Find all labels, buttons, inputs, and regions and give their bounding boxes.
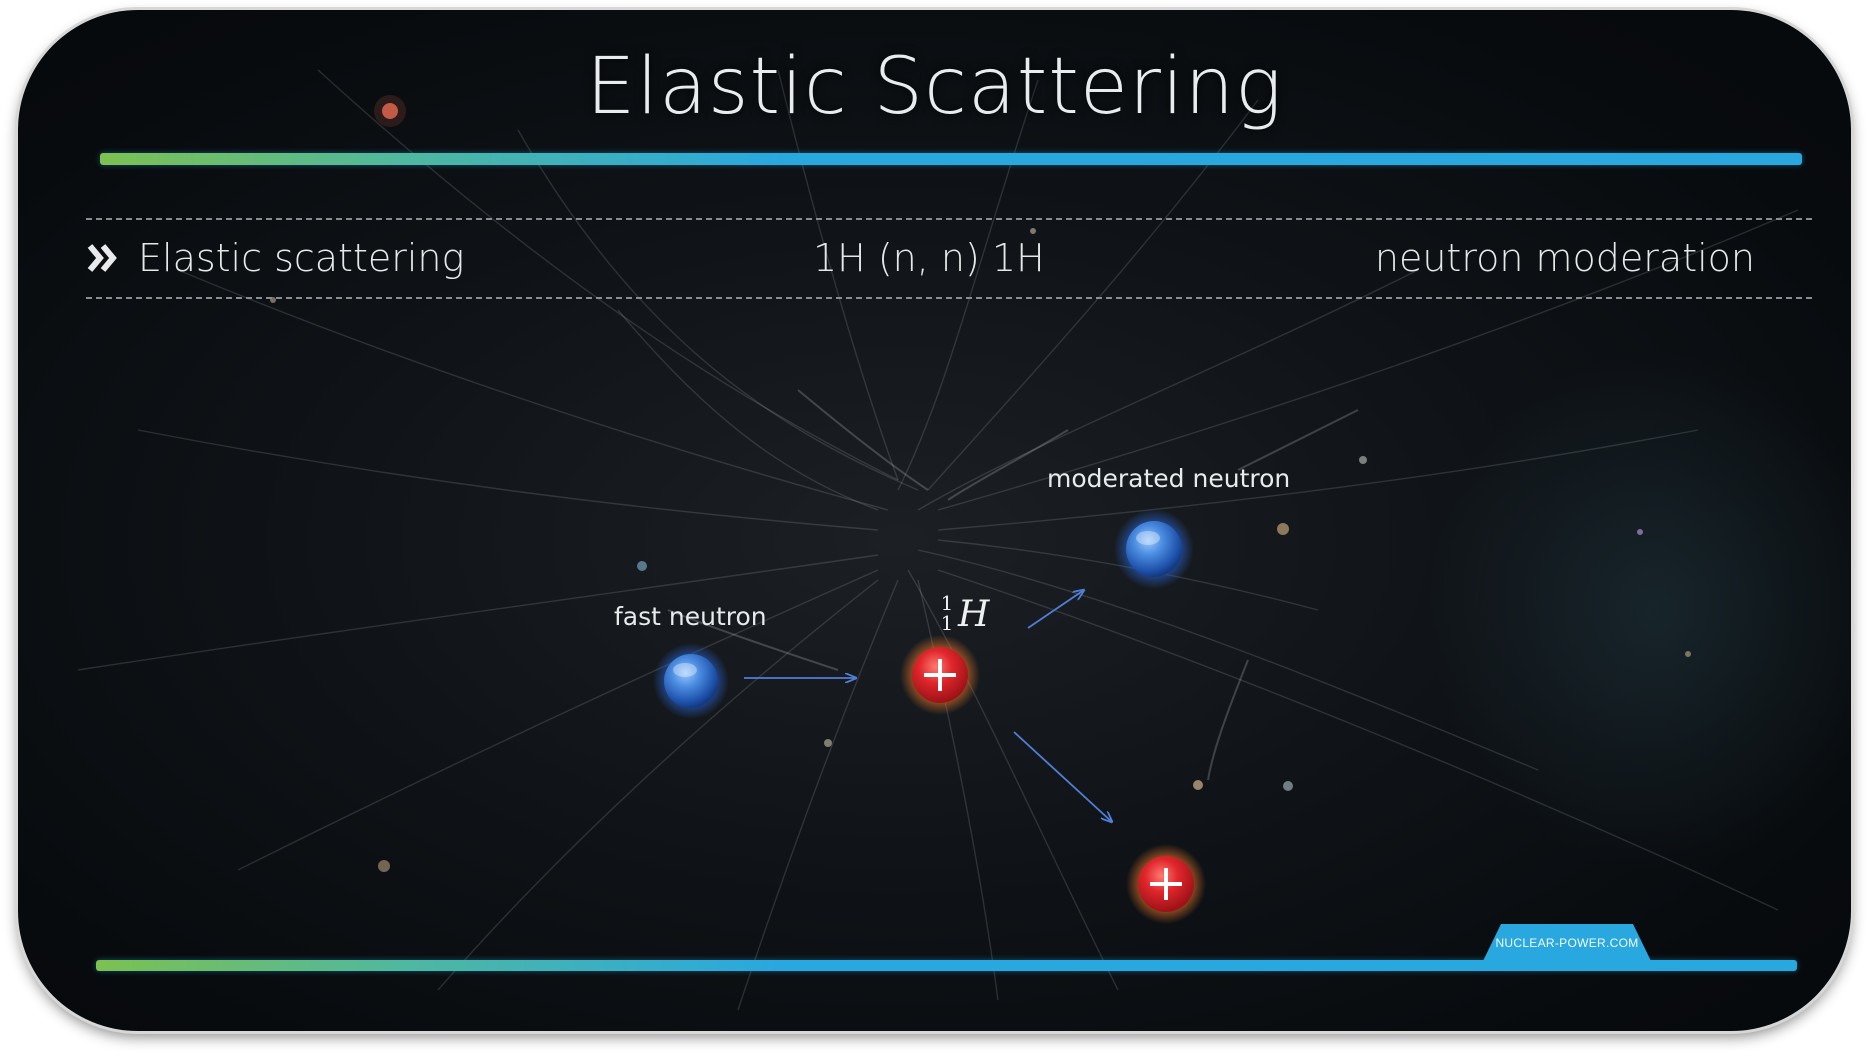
scattering-diagram — [18, 10, 1851, 1031]
fast-neutron-particle — [653, 643, 729, 719]
moderated-neutron-particle — [1114, 509, 1194, 589]
bottom-gradient-bar — [96, 960, 1797, 971]
fast-neutron-label: fast neutron — [614, 602, 767, 631]
scattered-neutron-arrow — [1028, 590, 1084, 628]
isotope-mass-number: 1 — [940, 593, 954, 613]
recoil-proton-arrow — [1014, 732, 1112, 822]
isotope-atomic-number: 1 — [940, 613, 954, 633]
isotope-element-symbol: H — [958, 593, 989, 637]
isotope-numbers: 1 1 — [940, 593, 954, 633]
hydrogen-nucleus-proton — [900, 635, 980, 715]
slide: Elastic Scattering Elastic scattering 1H… — [18, 10, 1851, 1031]
recoil-proton-particle — [1126, 844, 1206, 924]
moderated-neutron-label: moderated neutron — [1047, 464, 1290, 493]
footer-brand-text: NUCLEAR-POWER.COM — [1483, 924, 1651, 961]
